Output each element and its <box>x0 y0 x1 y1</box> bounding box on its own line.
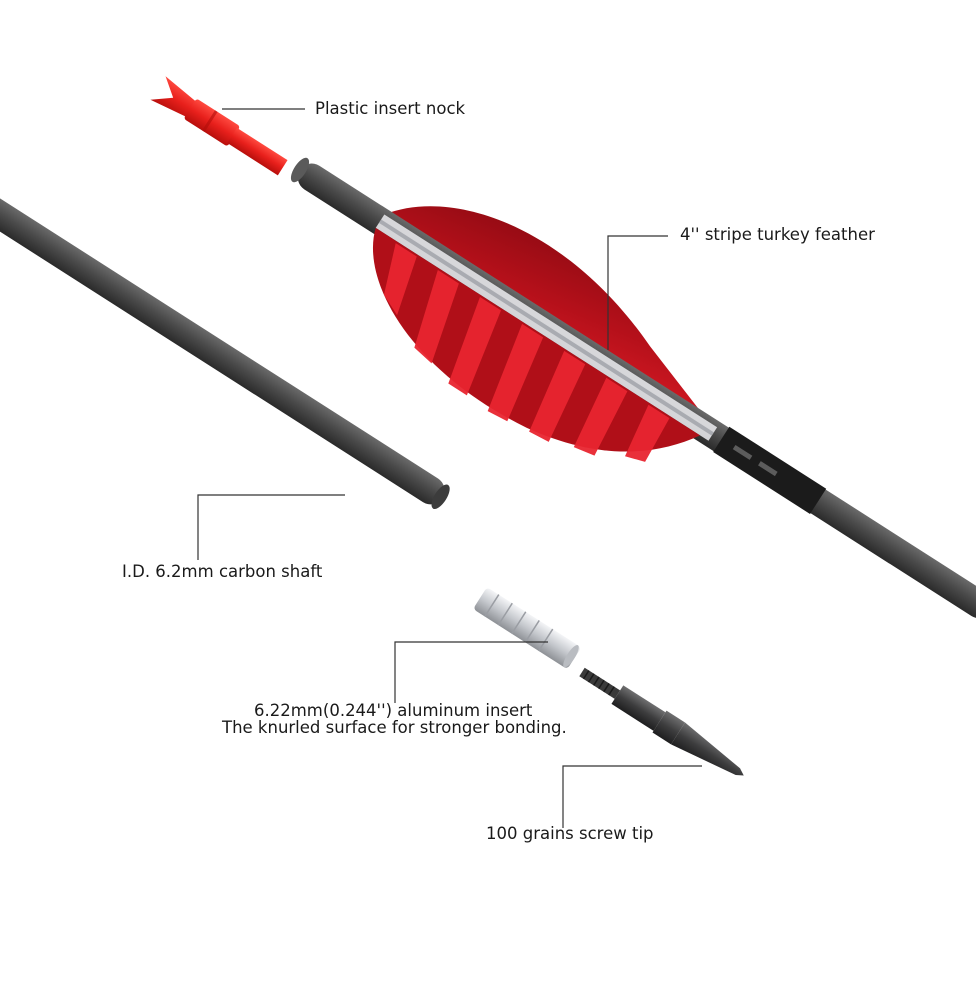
leader-feather <box>607 235 668 350</box>
label-screw-tip: 100 grains screw tip <box>486 824 654 843</box>
leader-tip <box>562 765 702 828</box>
label-carbon-shaft: I.D. 6.2mm carbon shaft <box>122 562 323 581</box>
leader-lines <box>197 108 702 828</box>
label-plastic-insert-nock: Plastic insert nock <box>315 99 466 118</box>
fletched-shaft <box>290 157 976 619</box>
label-insert-description: The knurled surface for stronger bonding… <box>222 718 567 737</box>
label-aluminum-insert: 6.22mm(0.244'') aluminum insert <box>254 701 533 720</box>
plastic-nock <box>150 76 288 176</box>
leader-insert <box>394 641 548 703</box>
aluminum-insert <box>474 588 580 668</box>
carbon-shaft-segment <box>0 192 450 510</box>
leader-shaft <box>197 494 345 560</box>
label-turkey-feather: 4'' stripe turkey feather <box>680 225 875 244</box>
screw-tip <box>579 667 744 776</box>
